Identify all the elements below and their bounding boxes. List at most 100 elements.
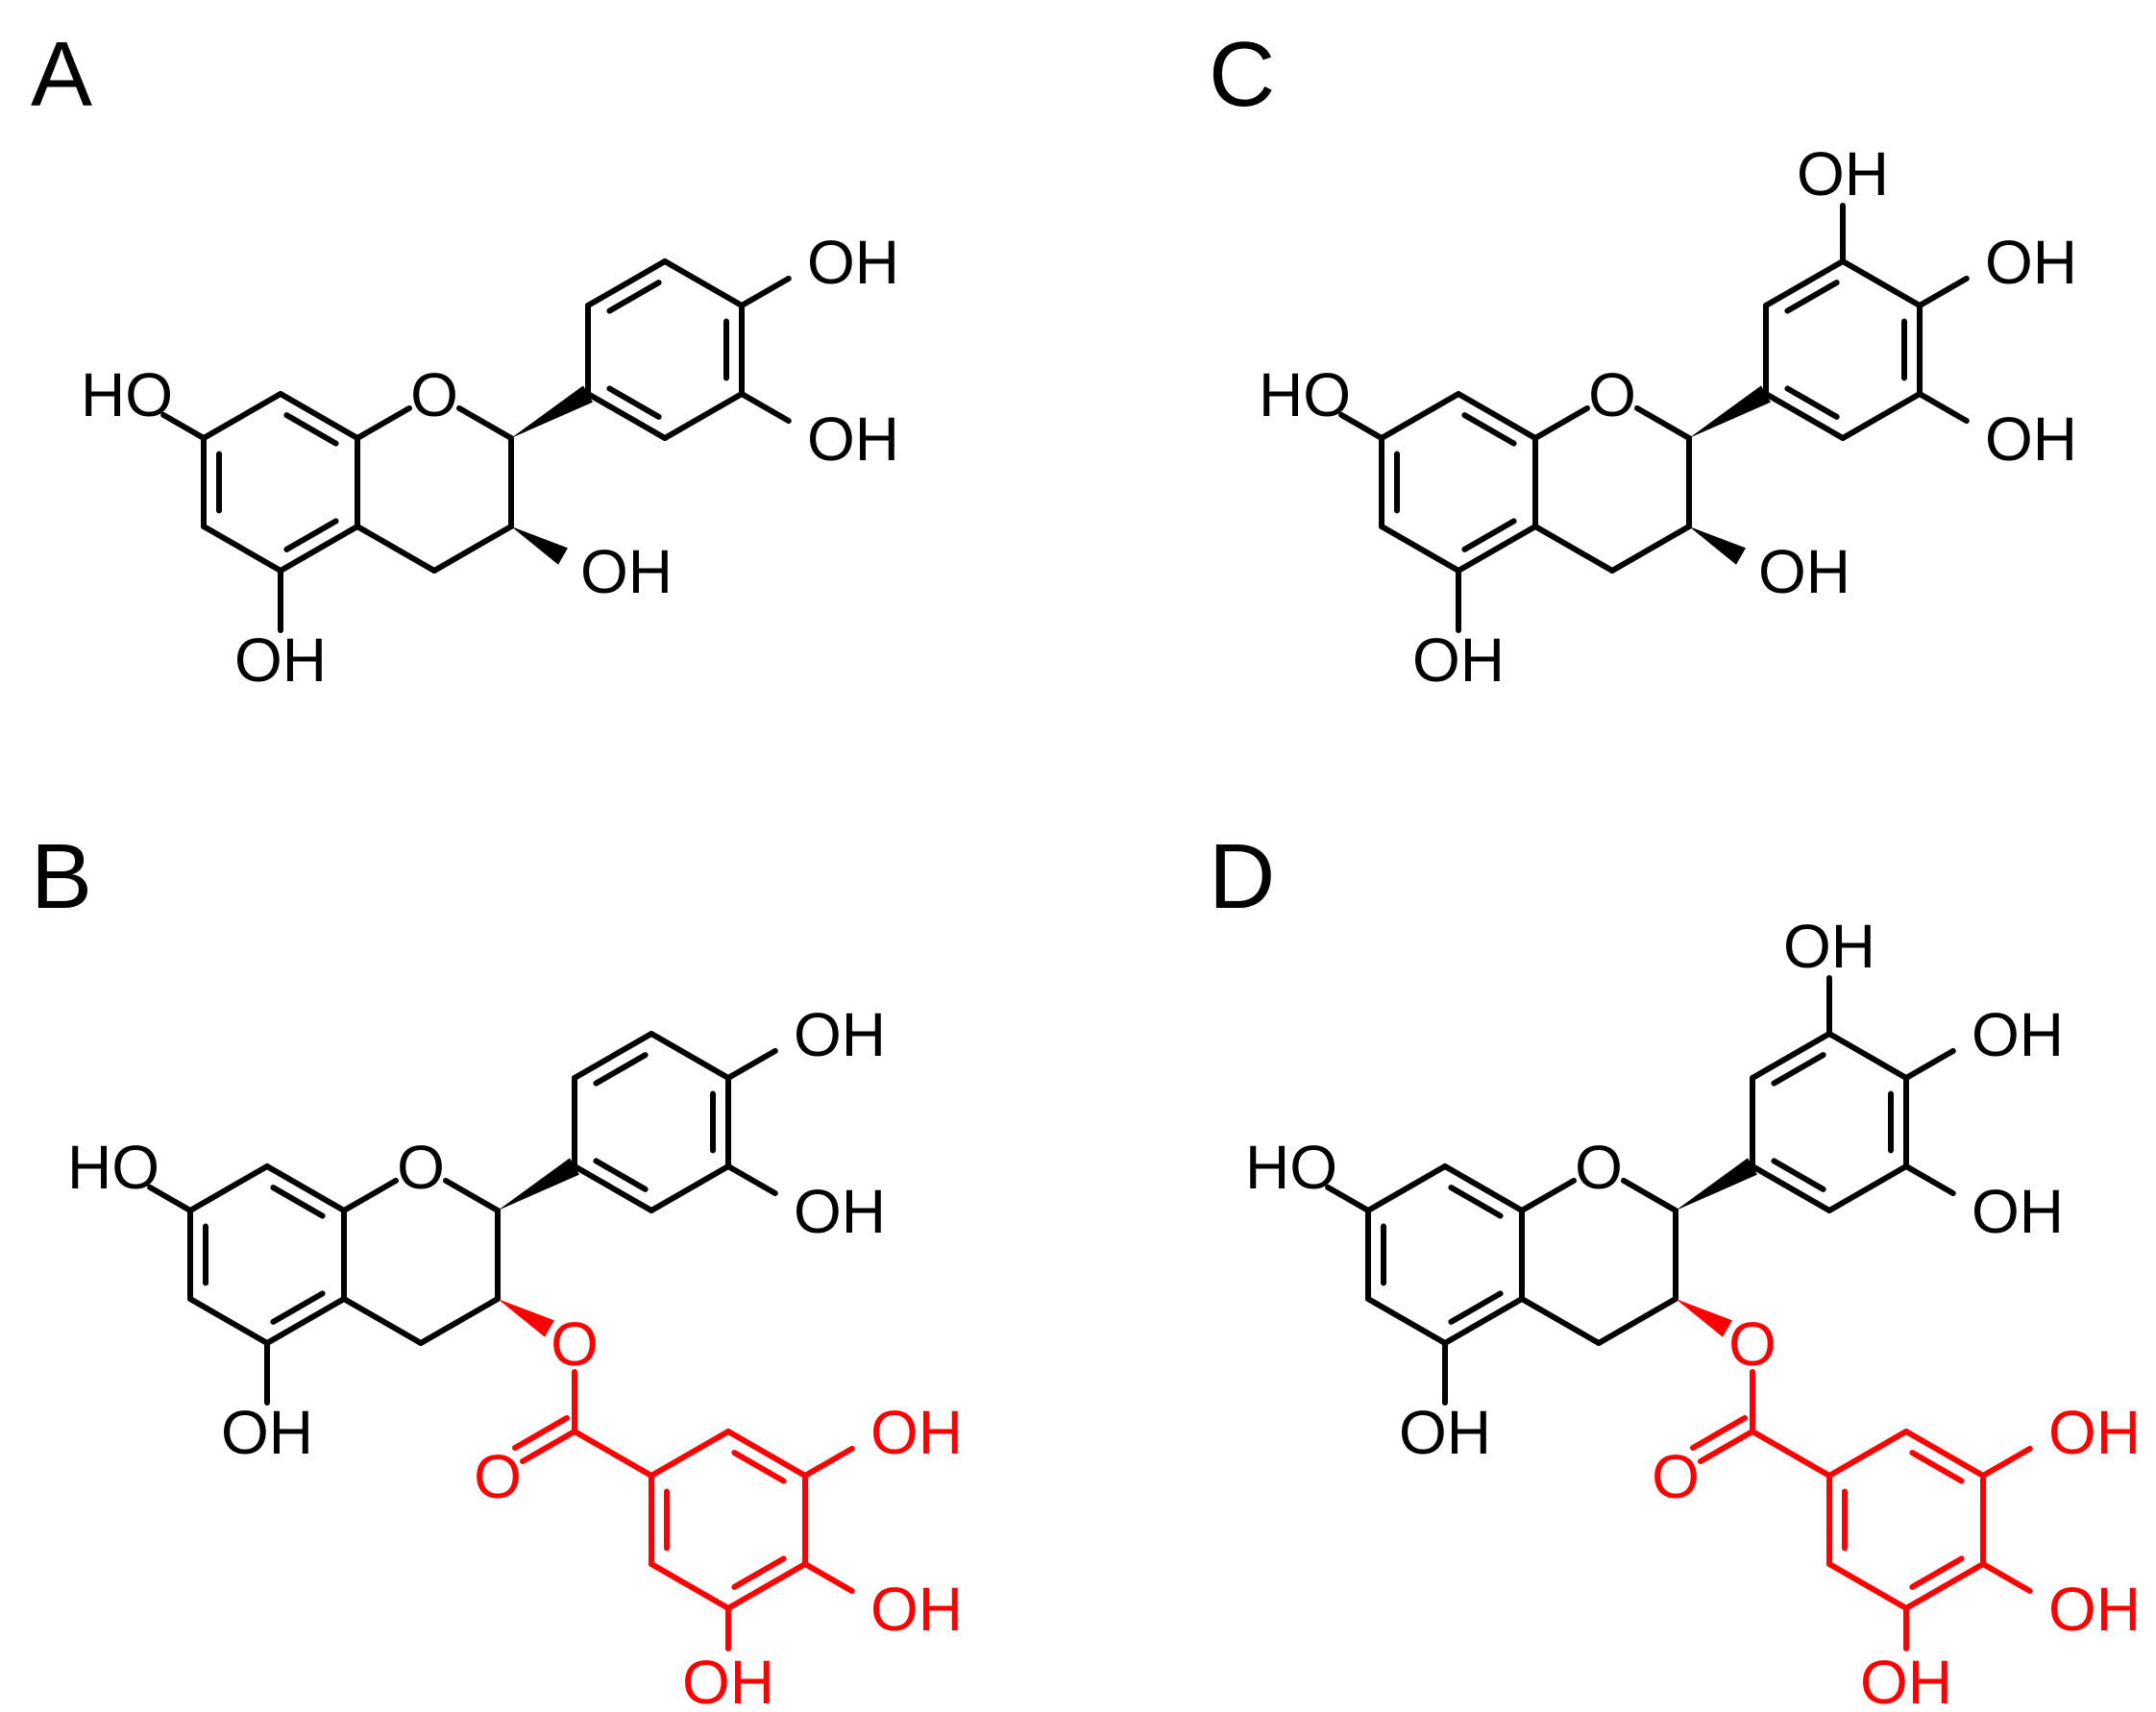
galloyl-double-bond [731,1450,787,1484]
b-ring-bond [662,391,745,441]
galloyl-double-bond [1909,1450,1965,1484]
c-ring-bond [1609,524,1692,574]
b-ring-double-bond [1784,280,1840,314]
a-ring-bond [201,524,283,574]
galloyl-ring-bond [725,1561,808,1611]
hydroxyl-label: OH [1412,625,1505,695]
galloyl-ring-bond [1903,1561,1986,1611]
a-ring-double-bond [1448,1185,1504,1219]
stereo-wedge-ester [1676,1299,1732,1337]
panel-label-d: D [1209,825,1275,928]
a-ring-bond [1379,524,1461,574]
c-ring-bond [443,1177,501,1213]
oh-bond [725,1047,778,1081]
hydroxyl-label: HO [67,1133,159,1202]
b-ring-bond [1826,1163,1909,1213]
hydroxyl-label: OH [234,625,327,695]
hydroxyl-label: HO [1259,360,1351,429]
stereo-wedge-c3 [511,526,568,565]
c-ring-bond [1621,1177,1678,1213]
a-ring-double-bond [1448,1290,1504,1325]
a-ring-bond [278,391,360,441]
b-ring-bond [572,1163,654,1213]
panel-label-b: B [31,825,92,928]
ester-oxygen-label: O [1728,1309,1776,1379]
c-ring-bond [431,524,514,574]
a-ring-bond [1365,1296,1448,1346]
hydroxyl-label: OH [2048,1575,2141,1644]
b-ring-bond [585,258,668,308]
carbonyl-double-bond [512,1415,570,1452]
a-ring-bond [187,1296,270,1346]
oh-bond [160,411,207,441]
c-ring-bond [341,1177,399,1213]
galloyl-bond [572,1429,654,1479]
b-ring-double-bond [1784,385,1840,420]
carbonyl-double-bond [1690,1415,1748,1452]
galloyl-ring-bond [1826,1561,1909,1611]
a-ring-double-bond [270,1290,326,1325]
ring-oxygen-label: O [1588,360,1636,429]
galloyl-double-bond [1909,1555,1965,1590]
hydroxyl-label: OH [682,1648,774,1712]
c-ring-bond [355,404,412,441]
stereo-wedge-c2 [1689,385,1771,438]
oh-bond [1338,411,1384,441]
hydroxyl-label: OH [870,1398,963,1467]
b-ring-bond [662,258,745,308]
b-ring-double-bond [1771,1158,1826,1192]
carbonyl-bond [520,1429,577,1465]
a-ring-bond [1456,524,1538,574]
b-ring-double-bond [593,1052,649,1087]
galloyl-ring-bond [1903,1429,1986,1479]
a-ring-bond [1442,1296,1525,1346]
b-ring-bond [1840,258,1923,308]
hydroxyl-label: OH [794,1000,886,1069]
c-ring-bond [418,1296,501,1346]
panel-label-c: C [1209,23,1275,126]
a-ring-double-bond [1461,412,1517,447]
oh-bond [725,1163,778,1197]
ring-oxygen-label: O [397,1133,445,1202]
b-ring-bond [1750,1031,1832,1081]
oh-bond [1917,275,1970,308]
hydroxyl-label: OH [1758,537,1850,606]
ester-oxygen-label: O [551,1309,599,1379]
b-ring-double-bond [606,385,662,420]
a-ring-double-bond [1461,518,1517,552]
a-ring-bond [278,524,360,574]
c-ring-bond [456,404,514,441]
oh-bond [802,1445,855,1479]
b-ring-bond [1763,391,1846,441]
a-ring-bond [264,1163,347,1213]
galloyl-double-bond [731,1555,787,1590]
stereo-wedge-c3 [1689,526,1746,565]
oh-bond [1903,1047,1956,1081]
c-ring-bond [1532,404,1590,441]
c-ring-bond [1519,1296,1602,1346]
c-ring-bond [341,1296,424,1346]
hydroxyl-label: HO [1245,1133,1337,1202]
stereo-wedge-c2 [511,385,593,438]
ring-oxygen-label: O [410,360,458,429]
b-ring-double-bond [593,1158,649,1192]
b-ring-bond [1826,1031,1909,1081]
oh-bond [739,391,792,425]
panel-label-a: A [31,23,92,126]
a-ring-bond [1456,391,1538,441]
oh-bond [802,1561,855,1595]
b-ring-bond [649,1163,731,1213]
c-ring-bond [1532,524,1615,574]
oh-bond [1917,391,1970,425]
stereo-wedge-c2 [498,1158,579,1211]
hydroxyl-label: OH [807,228,899,297]
galloyl-bond [1750,1429,1832,1479]
c-ring-bond [1596,1296,1678,1346]
b-ring-double-bond [606,280,662,314]
hydroxyl-label: OH [807,404,899,474]
hydroxyl-label: OH [1860,1648,1952,1712]
